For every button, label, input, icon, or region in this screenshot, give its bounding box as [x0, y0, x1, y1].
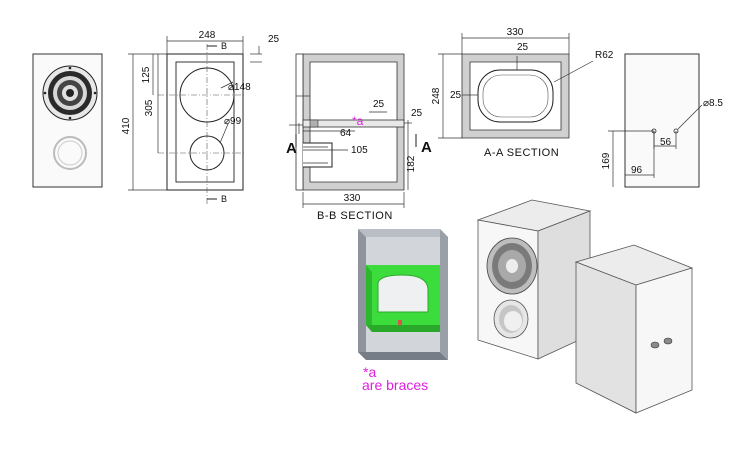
- terminal-3d-left: [650, 341, 660, 349]
- back-dim-left: 96: [631, 165, 643, 176]
- bb-brace: [302, 119, 405, 128]
- bb-dim-depth: 330: [344, 193, 361, 204]
- bb-dim-wall: 25: [411, 108, 423, 119]
- tweeter-woofer-driver: [42, 65, 98, 121]
- section-bb-view: A A 25 25 64 105 182 330 *a B-B SECTION: [286, 53, 432, 222]
- dim-driver-center: 125: [141, 66, 152, 83]
- legend-marker: *a: [363, 364, 376, 380]
- aa-dim-rail: 25: [517, 42, 529, 53]
- dim-width: 248: [199, 30, 216, 41]
- dim-port-dia: ⌀99: [224, 116, 242, 127]
- terminal-3d-right: [663, 337, 673, 345]
- inner-outline: [175, 61, 235, 183]
- aa-dim-depth: 330: [507, 27, 524, 38]
- bb-dim-brace-height: 182: [406, 155, 417, 172]
- aa-cutout: [477, 69, 554, 123]
- bb-dim-brace-gap: 25: [373, 99, 385, 110]
- back-view: ⌀8.5 56 169 96: [601, 53, 723, 188]
- bb-section-caption: B-B SECTION: [317, 210, 393, 222]
- aa-dim-height: 248: [431, 87, 442, 104]
- back-dim-bottom: 169: [601, 152, 612, 169]
- section-mark-a-left: A: [286, 140, 297, 157]
- legend-text: are braces: [362, 377, 428, 393]
- driver-3d: [486, 237, 538, 295]
- dim-woofer-dia: ⌀148: [228, 82, 251, 93]
- aa-dim-radius: R62: [595, 50, 614, 61]
- bb-baffle: [295, 53, 304, 191]
- back-dim-spacing: 56: [660, 137, 672, 148]
- section-mark-b-bottom: B: [221, 194, 227, 204]
- port-3d: [493, 299, 529, 339]
- bb-dim-brace-depth: 64: [340, 128, 352, 139]
- section-mark-b-top: B: [221, 41, 227, 51]
- aa-section-caption: A-A SECTION: [484, 147, 559, 159]
- brace-marker-label: *a: [352, 114, 364, 128]
- bb-port-tube: [303, 142, 333, 168]
- aa-dim-side: 25: [450, 90, 462, 101]
- back-dim-terminal-dia: ⌀8.5: [703, 98, 723, 109]
- dim-port-center: 305: [144, 99, 155, 116]
- brace-3d-render: [358, 229, 448, 360]
- port-opening: [53, 136, 87, 170]
- brace-opening: [377, 274, 429, 313]
- bb-dim-port-length: 105: [351, 145, 368, 156]
- section-mark-a-right: A: [421, 139, 432, 156]
- speaker-3d-front: [476, 199, 592, 360]
- side-outline: [166, 53, 244, 191]
- front-view: [32, 53, 103, 188]
- dim-height: 410: [121, 117, 132, 134]
- section-aa-view: 330 25 248 25 R62 A-A SECTION: [431, 27, 614, 159]
- aa-frame: [461, 53, 570, 139]
- dim-top-offset: 25: [268, 34, 280, 45]
- speaker-3d-back: [574, 244, 694, 414]
- side-view: 248 B 25 410 125 305 ⌀148 ⌀99 B: [121, 30, 280, 205]
